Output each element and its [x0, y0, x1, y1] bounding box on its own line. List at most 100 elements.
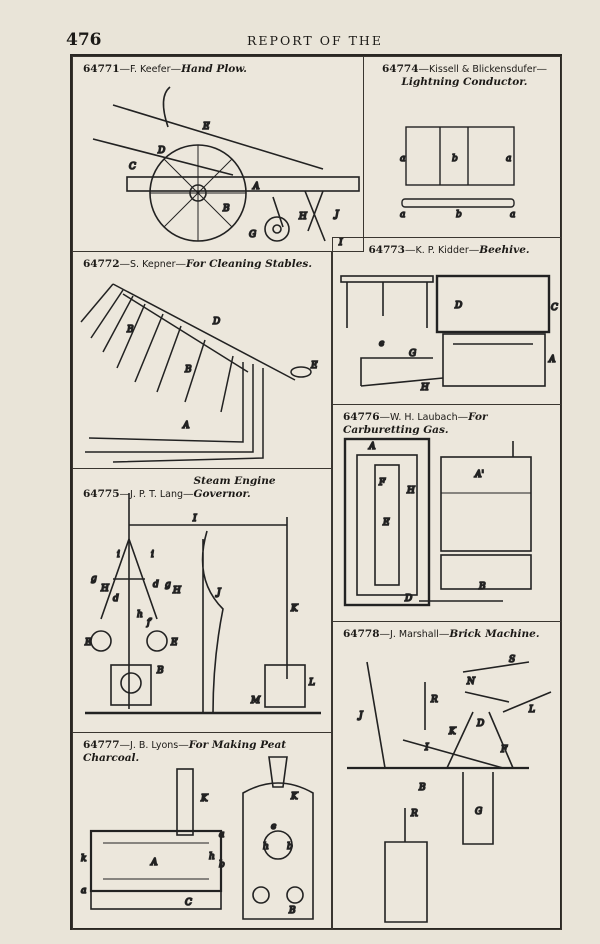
label-a: a — [400, 154, 405, 164]
label-C: C — [551, 303, 558, 313]
label-J: J — [357, 711, 364, 721]
inventor-name: F. Keefer — [130, 64, 171, 75]
label-b: b — [456, 210, 462, 220]
patent-number: 64773 — [368, 244, 405, 256]
label-B: B — [478, 582, 486, 592]
lightning-conductor-drawing: a b a a b a — [399, 126, 516, 221]
label-G: G — [409, 349, 416, 359]
label-B: B — [222, 204, 230, 214]
label-K: K — [448, 727, 457, 737]
invention-title: For Making Peat Charcoal. — [83, 739, 287, 764]
gas-apparatus-drawing: A F H E A' D B — [343, 437, 532, 607]
label-K: K — [200, 794, 209, 804]
label-J: J — [333, 210, 340, 220]
label-A: A — [368, 442, 376, 452]
label-L: L — [528, 705, 535, 715]
patent-number: 64771 — [83, 63, 120, 75]
beehive-drawing: D C e G A H — [340, 274, 559, 394]
caption-beehive: 64773—K. P. Kidder—Beehive. — [368, 244, 530, 256]
label-E: E — [170, 638, 178, 648]
label-F: F — [500, 745, 508, 755]
patent-number: 64775 — [83, 488, 120, 500]
label-A: A — [182, 421, 190, 431]
label-A: A — [150, 858, 158, 868]
caption-lightning-conductor: 64774—Kissell & Blickensdufer—Lightning … — [381, 63, 547, 88]
inventor-name: J. Marshall — [390, 629, 439, 640]
label-a: a — [506, 154, 511, 164]
panel-beehive: 64773—K. P. Kidder—Beehive. D C e G A H — [332, 237, 562, 405]
inventor-name: J. P. T. Lang — [130, 489, 184, 500]
label-a: a — [219, 830, 224, 840]
label-b: b — [452, 154, 458, 164]
label-h: h — [263, 842, 269, 852]
inventor-name: S. Kepner — [130, 259, 176, 270]
label-C: C — [185, 898, 192, 908]
label-g: g — [165, 580, 171, 590]
label-b: b — [287, 842, 293, 852]
label-G: G — [249, 230, 256, 240]
stable-fork-drawing: D B B E A — [80, 283, 319, 463]
label-E: E — [382, 518, 390, 528]
label-i: i — [117, 550, 120, 560]
label-M: M — [250, 696, 261, 706]
invention-title: Lightning Conductor. — [401, 76, 528, 88]
label-K: K — [290, 604, 299, 614]
running-head: REPORT OF THE — [247, 33, 383, 48]
invention-title: Steam Engine Governor. — [193, 475, 276, 500]
caption-peat-charcoal: 64777—J. B. Lyons—For Making Peat Charco… — [83, 739, 287, 764]
label-B: B — [184, 365, 192, 375]
label-a: a — [81, 886, 86, 896]
label-R: R — [430, 695, 438, 705]
label-I: I — [424, 743, 429, 753]
label-d: d — [153, 580, 159, 590]
label-C: C — [129, 162, 136, 172]
invention-title: Beehive. — [479, 244, 530, 256]
label-J: J — [215, 588, 222, 598]
label-D: D — [157, 146, 165, 156]
label-e: e — [271, 822, 276, 832]
label-H: H — [172, 586, 181, 596]
label-i: i — [151, 550, 154, 560]
label-K: K — [290, 792, 299, 802]
label-B: B — [288, 906, 296, 916]
label-H: H — [100, 584, 109, 594]
patent-number: 64774 — [381, 63, 419, 75]
page-header: 476 REPORT OF THE — [0, 30, 600, 52]
steam-governor-drawing: I i i H g d d g H h f E E B J K L M — [83, 493, 321, 715]
caption-steam-governor: 64775—J. P. T. Lang—Steam Engine Governo… — [83, 475, 325, 501]
inventor-name: Kissell & Blickensdufer — [429, 64, 537, 75]
label-D: D — [212, 317, 220, 327]
label-D: D — [476, 719, 484, 729]
label-B: B — [418, 783, 426, 793]
inventor-name: K. P. Kidder — [415, 245, 469, 256]
invention-title: Hand Plow. — [181, 63, 247, 75]
panel-hand-plow: 64771—F. Keefer—Hand Plow. E D C A B G H… — [72, 56, 364, 252]
label-h: h — [209, 852, 215, 862]
peat-charcoal-drawing: K K a h A b k a C B e h b — [80, 756, 314, 920]
label-D: D — [404, 594, 412, 604]
panel-carburetting-gas: 64776—W. H. Laubach—For Carburetting Gas… — [332, 404, 562, 622]
caption-carburetting-gas: 64776—W. H. Laubach—For Carburetting Gas… — [343, 411, 488, 436]
page-number: 476 — [66, 30, 102, 50]
label-I: I — [192, 514, 197, 524]
label-B: B — [126, 325, 134, 335]
inventor-name: J. B. Lyons — [130, 740, 179, 751]
label-A: A — [548, 355, 556, 365]
label-E: E — [202, 122, 210, 132]
label-H: H — [298, 212, 307, 222]
label-L: L — [308, 678, 315, 688]
panel-steam-governor: 64775—J. P. T. Lang—Steam Engine Governo… — [72, 468, 332, 733]
label-e: e — [379, 339, 384, 349]
label-F: F — [378, 478, 386, 488]
label-H: H — [420, 383, 429, 393]
label-a: a — [400, 210, 405, 220]
hand-plow-drawing: E D C A B G H J I — [92, 86, 360, 249]
panel-lightning-conductor: 64774—Kissell & Blickensdufer—Lightning … — [363, 56, 562, 238]
label-E: E — [84, 638, 92, 648]
label-A-prime: A' — [474, 470, 484, 480]
label-A: A — [252, 182, 260, 192]
brick-machine-drawing: S N J R D L K I F B G R — [347, 654, 552, 923]
label-D: D — [454, 301, 462, 311]
panel-brick-machine: 64778—J. Marshall—Brick Machine. S N J R… — [332, 621, 562, 930]
label-g: g — [91, 574, 97, 584]
